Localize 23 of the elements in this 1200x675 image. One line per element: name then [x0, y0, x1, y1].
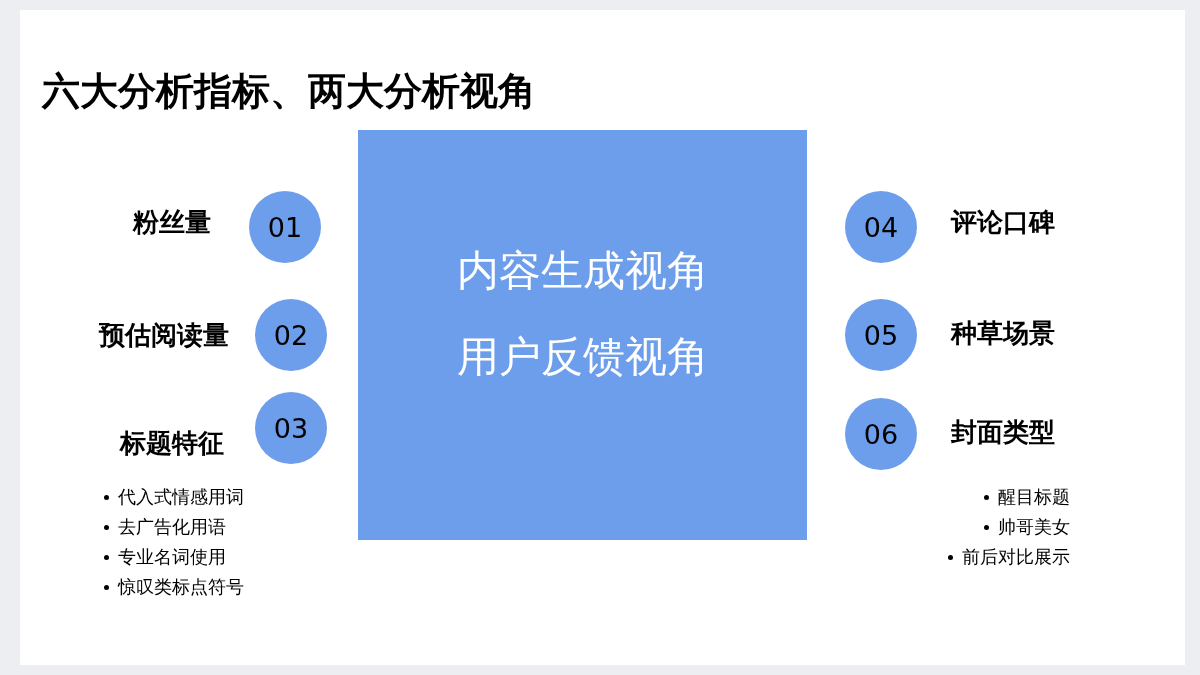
step-number: 04 [863, 211, 899, 243]
perspective-label: 内容生成视角 [455, 246, 710, 296]
step-number: 06 [863, 418, 899, 450]
bullet-text: 去广告化用语 [118, 516, 226, 537]
metric-label: 预估阅读量 [99, 318, 229, 352]
perspective-panel [358, 130, 807, 540]
metric-label: 种草场景 [951, 316, 1055, 350]
bullet-text: 帅哥美女 [998, 516, 1070, 537]
metric-label: 标题特征 [120, 426, 224, 460]
step-number: 02 [273, 319, 309, 351]
metric-label: 评论口碑 [951, 205, 1055, 239]
bullet-text: 前后对比展示 [962, 546, 1070, 567]
metric-label: 粉丝量 [133, 205, 211, 239]
perspective-label: 用户反馈视角 [455, 332, 710, 382]
step-number: 01 [267, 211, 303, 243]
step-number: 05 [863, 319, 899, 351]
bullet-text: 醒目标题 [998, 486, 1070, 507]
title: 六大分析指标、两大分析视角 [42, 68, 536, 115]
step-number: 03 [273, 412, 309, 444]
bullet-text: 代入式情感用词 [118, 486, 244, 507]
bullet-text: 惊叹类标点符号 [118, 576, 244, 597]
bullet-text: 专业名词使用 [118, 546, 226, 567]
metric-label: 封面类型 [951, 415, 1055, 449]
